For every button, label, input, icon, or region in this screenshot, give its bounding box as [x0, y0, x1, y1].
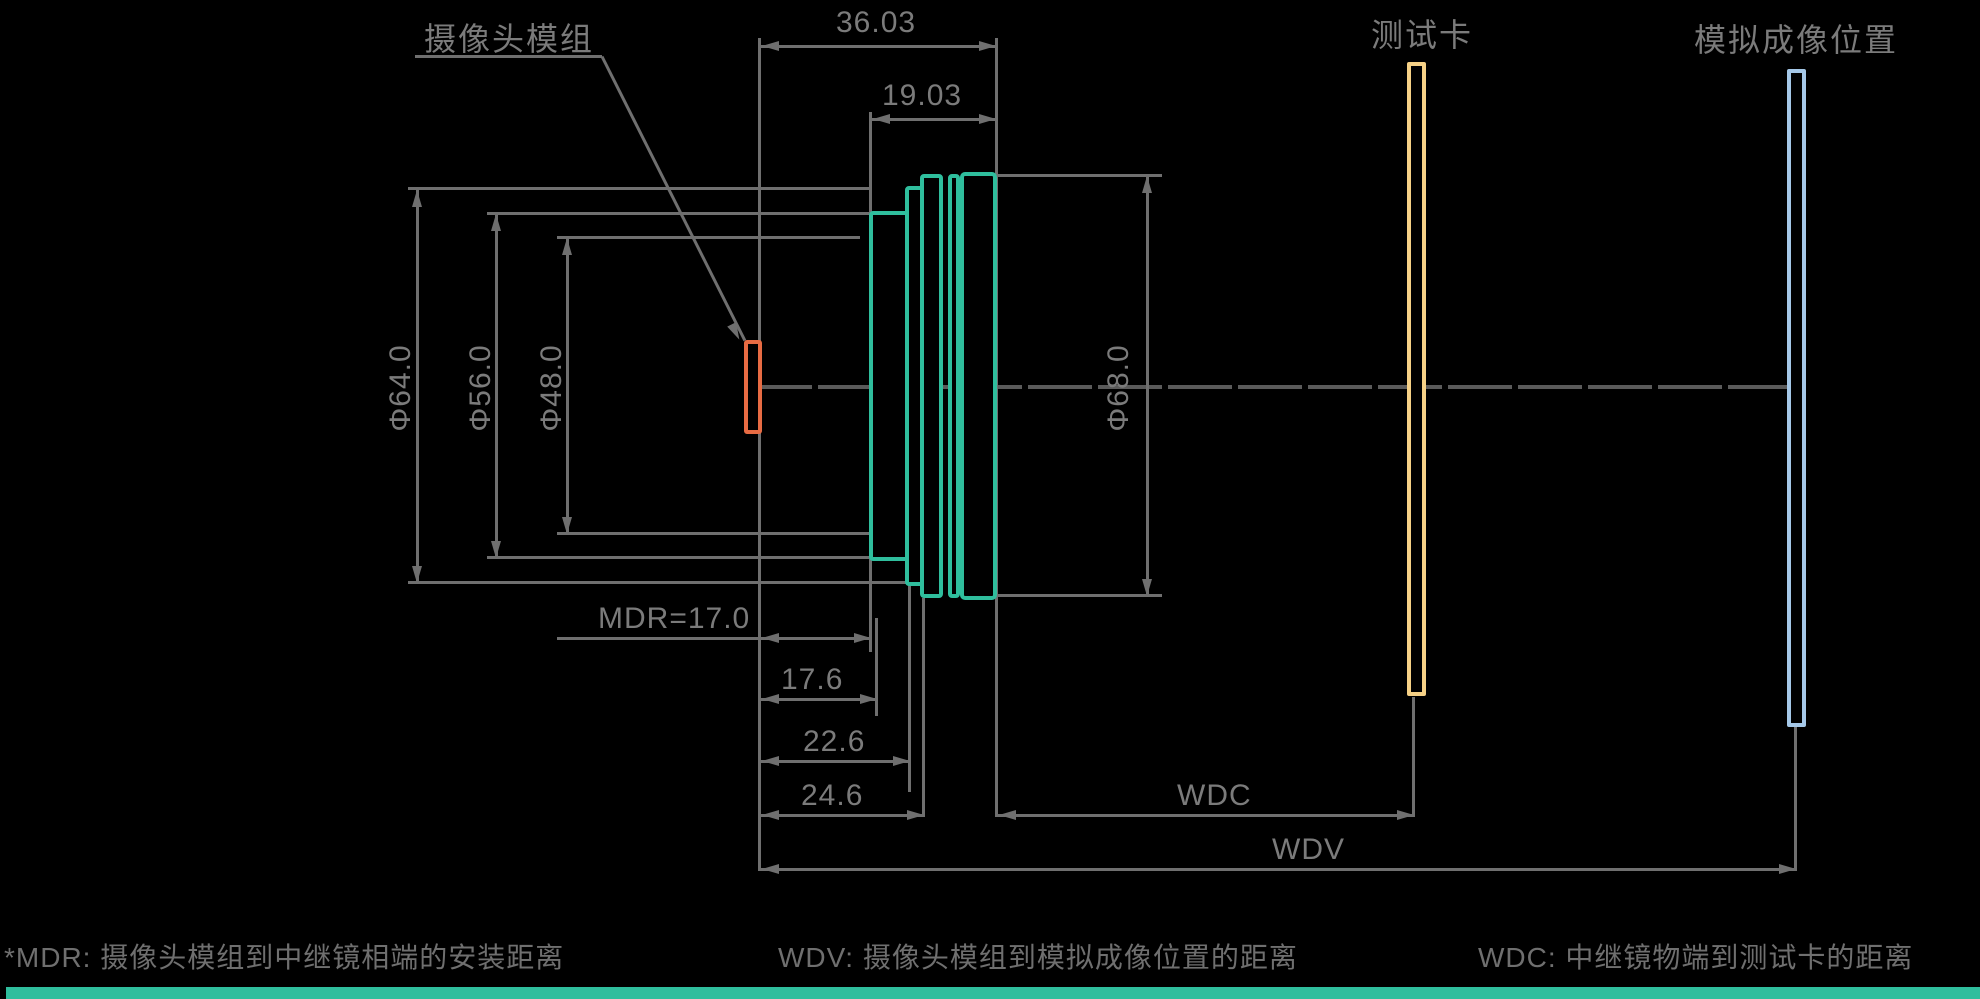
- dim-line-dia48: [566, 237, 569, 534]
- camera-module-outline: [744, 340, 762, 434]
- extension-line-module-plane: [758, 38, 761, 871]
- arrow: [854, 633, 871, 643]
- arrow: [893, 756, 910, 766]
- dim-text-dia64: Φ64.0: [384, 344, 417, 432]
- dim-text-dia48: Φ48.0: [535, 344, 568, 432]
- relay-lens-section-front-block: [960, 172, 997, 600]
- dim-text-17-6: 17.6: [781, 663, 844, 696]
- arrow: [762, 633, 779, 643]
- arrow: [979, 114, 996, 124]
- arrow: [762, 756, 779, 766]
- dim-line-24-6: [760, 814, 924, 817]
- extension-line-dia56-bottom: [487, 556, 874, 559]
- dim-line-dia56: [495, 213, 498, 558]
- dim-line-17-6: [760, 698, 877, 701]
- dim-text-24-6: 24.6: [801, 779, 864, 812]
- dim-line-dia68: [1146, 175, 1149, 596]
- extension-line-dia64-bottom: [408, 581, 908, 584]
- test-card-outline: [1407, 62, 1426, 696]
- arrow: [562, 238, 572, 255]
- dim-text-dia56: Φ56.0: [464, 344, 497, 432]
- dim-text-36-03: 36.03: [836, 6, 917, 39]
- dim-text-dia68: Φ68.0: [1102, 344, 1135, 432]
- dim-line-36-03: [760, 45, 996, 48]
- dim-line-dia64: [416, 189, 419, 583]
- extension-line-dia68-bottom: [997, 594, 1162, 597]
- arrow: [907, 810, 924, 820]
- arrow: [1779, 864, 1796, 874]
- arrow: [762, 864, 779, 874]
- arrow: [999, 810, 1016, 820]
- extension-line-dia64-top: [408, 187, 871, 190]
- optical-axis-line: [748, 385, 1800, 389]
- relay-lens-section-ring-68a: [920, 174, 943, 598]
- relay-lens-section-rear-barrel: [869, 211, 909, 561]
- dim-text-22-6: 22.6: [803, 725, 866, 758]
- dim-line-22-6: [760, 760, 910, 763]
- camera-module-label: 摄像头模组: [424, 21, 595, 57]
- note-wdc: WDC: 中继镜物端到测试卡的距离: [1478, 942, 1914, 973]
- arrow: [562, 517, 572, 534]
- arrow: [1397, 810, 1414, 820]
- dim-text-wdv: WDV: [1272, 833, 1345, 866]
- extension-line-dia68-top: [997, 174, 1162, 177]
- sim-image-position-outline: [1787, 69, 1806, 727]
- dim-line-19-03: [871, 118, 996, 121]
- relay-lens-section-ring-68b: [948, 174, 960, 598]
- dim-text-19-03: 19.03: [882, 79, 963, 112]
- arrow: [873, 114, 890, 124]
- dim-line-wdv: [760, 868, 1796, 871]
- note-mdr: *MDR: 摄像头模组到中继镜相端的安装距离: [4, 942, 565, 973]
- extension-line-test-card: [1412, 697, 1415, 817]
- dim-text-wdc: WDC: [1177, 779, 1252, 812]
- arrow: [491, 214, 501, 231]
- arrow: [1142, 579, 1152, 596]
- camera-module-leader-line: [600, 55, 747, 342]
- arrow: [412, 190, 422, 207]
- arrow: [1142, 176, 1152, 193]
- extension-line-dia48-bottom: [557, 532, 871, 535]
- note-wdv: WDV: 摄像头模组到模拟成像位置的距离: [778, 942, 1298, 973]
- arrow: [762, 41, 779, 51]
- extension-line-17-6: [875, 618, 878, 716]
- arrow: [762, 810, 779, 820]
- sim-image-position-label: 模拟成像位置: [1694, 22, 1899, 58]
- leader-arrowhead: [727, 322, 744, 342]
- bottom-accent-bar: [6, 987, 1980, 999]
- dim-text-mdr: MDR=17.0: [598, 602, 751, 635]
- dim-line-wdc: [997, 814, 1414, 817]
- arrow: [412, 566, 422, 583]
- extension-line-22-6: [908, 585, 911, 792]
- dim-line-mdr: [557, 637, 871, 640]
- camera-module-leader-underline: [415, 55, 602, 58]
- test-card-label: 测试卡: [1371, 17, 1474, 53]
- extension-line-24-6: [922, 598, 925, 817]
- extension-line-dia48-top: [557, 236, 860, 239]
- arrow: [979, 41, 996, 51]
- arrow: [762, 694, 779, 704]
- arrow: [860, 694, 877, 704]
- arrow: [491, 541, 501, 558]
- extension-line-sim-image: [1794, 727, 1797, 871]
